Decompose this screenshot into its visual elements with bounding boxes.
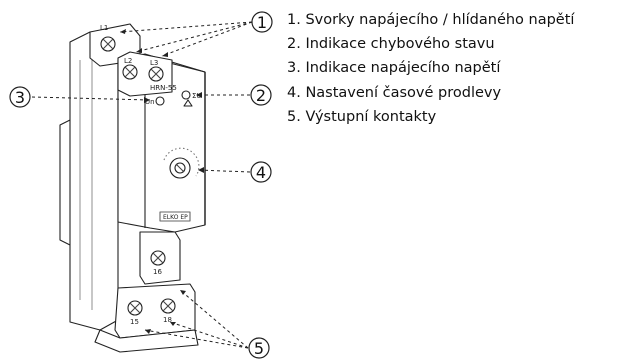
leader-5a (179, 289, 249, 349)
legend-item-2: 2. Indikace chybového stavu (287, 36, 495, 53)
callout-number-5: 5 (254, 339, 264, 358)
label-l3: L3 (150, 59, 158, 67)
label-l1: L1 (100, 24, 108, 32)
brand-plate (159, 211, 191, 222)
label-l2: L2 (124, 57, 132, 65)
led-un-label: Un (145, 98, 155, 106)
din-rail-groove (59, 119, 71, 246)
led-un (155, 96, 165, 106)
legend-item-5: 5. Výstupní kontakty (287, 108, 437, 125)
callout-number-3: 3 (15, 88, 25, 107)
terminal-screw-18 (160, 298, 176, 314)
terminal-screw-l2 (122, 64, 138, 80)
callout-circle-2 (250, 84, 272, 106)
callout-circle-1 (251, 11, 273, 33)
leader-4 (197, 169, 251, 173)
terminal-screw-16 (150, 250, 166, 266)
terminal-screw-l3 (148, 66, 164, 82)
leader-5b (169, 321, 249, 349)
model-label: HRN-55 (150, 84, 177, 92)
leader-1b (135, 21, 253, 53)
label-18: 18 (163, 316, 172, 324)
legend-list: 1. Svorky napájecího / hlídaného napětí … (287, 8, 574, 129)
time-delay-knob (169, 157, 191, 179)
callout-number-4: 4 (256, 163, 266, 182)
callout-number-2: 2 (256, 86, 266, 105)
housing-side-detail (79, 52, 93, 310)
legend-item-3: 3. Indikace napájecího napětí (287, 60, 501, 77)
terminal-screw-l1 (100, 36, 116, 52)
knob-scale (163, 147, 200, 177)
label-16: 16 (153, 268, 162, 276)
callout-circle-3 (9, 86, 31, 108)
callout-circle-4 (250, 161, 272, 183)
callout-circle-5 (248, 337, 270, 359)
brand-label: ELKO EP (163, 214, 188, 221)
led-fault-label: ΣU (192, 92, 202, 100)
label-15: 15 (130, 318, 139, 326)
led-fault (181, 90, 191, 100)
terminal-block-top-front (117, 51, 173, 97)
bottom-foot (94, 329, 199, 353)
din-housing-back (69, 29, 119, 331)
terminal-screw-15 (127, 300, 143, 316)
legend-item-1: 1. Svorky napájecího / hlídaného napětí (287, 12, 575, 28)
callout-number-1: 1 (257, 13, 267, 32)
leader-1a (119, 21, 253, 33)
leader-1c (161, 21, 253, 57)
legend-item-4: 4. Nastavení časové prodlevy (287, 84, 502, 101)
terminal-block-bottom-mid (139, 231, 181, 285)
time-delay-knob-inner (174, 162, 186, 174)
leader-3 (31, 96, 151, 101)
led-fault-symbol (183, 99, 193, 107)
